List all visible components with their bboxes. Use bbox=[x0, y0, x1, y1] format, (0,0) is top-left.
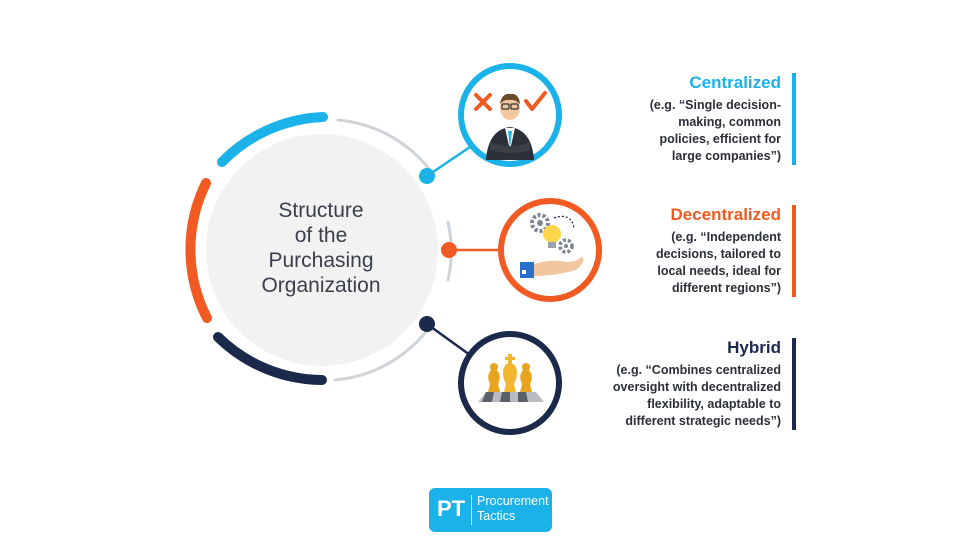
hybrid-arc bbox=[213, 332, 327, 385]
logo-name: Procurement Tactics bbox=[477, 494, 549, 524]
idea-hand-icon bbox=[520, 213, 584, 278]
centralized-item: Centralized (e.g. “Single decision- maki… bbox=[650, 73, 796, 165]
description-line: flexibility, adaptable to bbox=[647, 397, 781, 411]
hybrid-item: Hybrid (e.g. “Combines centralized overs… bbox=[613, 338, 796, 430]
logo-divider bbox=[471, 495, 472, 525]
description-line: different strategic needs”) bbox=[625, 414, 781, 428]
logo-name-line: Procurement bbox=[477, 494, 549, 508]
businessman-icon bbox=[474, 91, 547, 160]
center-title-line: Structure bbox=[278, 199, 364, 222]
hybrid-description: (e.g. “Combines centralized oversight wi… bbox=[613, 362, 781, 430]
centralized-arc bbox=[217, 112, 328, 167]
hybrid-dot bbox=[419, 316, 435, 332]
procurement-tactics-logo: PT Procurement Tactics bbox=[429, 488, 552, 532]
center-circle bbox=[206, 134, 438, 366]
centralized-title: Centralized bbox=[689, 73, 781, 92]
decentralized-bar bbox=[792, 205, 796, 297]
logo-mark: PT bbox=[437, 496, 466, 521]
centralized-connector bbox=[426, 145, 471, 178]
hybrid-connector bbox=[426, 322, 471, 357]
description-line: decisions, tailored to bbox=[655, 247, 781, 261]
center-title-line: Purchasing bbox=[268, 249, 374, 272]
description-line: large companies”) bbox=[671, 149, 781, 163]
decentralized-arc bbox=[185, 178, 212, 323]
description-line: different regions”) bbox=[671, 281, 781, 295]
decentralized-title: Decentralized bbox=[670, 205, 781, 224]
description-line: policies, efficient for bbox=[659, 132, 781, 146]
description-line: oversight with decentralized bbox=[612, 380, 781, 394]
centralized-bar bbox=[792, 73, 796, 165]
centralized-dot bbox=[419, 168, 435, 184]
centralized-description: (e.g. “Single decision- making, common p… bbox=[650, 97, 781, 165]
hybrid-bar bbox=[792, 338, 796, 430]
chess-icon bbox=[478, 354, 544, 402]
decentralized-icon-circle bbox=[498, 198, 602, 302]
decentralized-dot bbox=[441, 242, 457, 258]
description-line: (e.g. “Independent bbox=[671, 230, 781, 244]
center-title: Structure of the Purchasing Organization bbox=[226, 198, 416, 298]
center-title-line: Organization bbox=[261, 274, 381, 297]
hybrid-title: Hybrid bbox=[727, 338, 781, 357]
decentralized-item: Decentralized (e.g. “Independent decisio… bbox=[656, 205, 796, 297]
description-line: (e.g. “Single decision- bbox=[649, 98, 781, 112]
description-line: making, common bbox=[678, 115, 781, 129]
center-title-line: of the bbox=[294, 224, 348, 247]
decentralized-description: (e.g. “Independent decisions, tailored t… bbox=[656, 229, 781, 297]
description-line: (e.g. “Combines centralized bbox=[616, 363, 781, 377]
logo-name-line: Tactics bbox=[477, 509, 516, 523]
description-line: local needs, ideal for bbox=[657, 264, 781, 278]
